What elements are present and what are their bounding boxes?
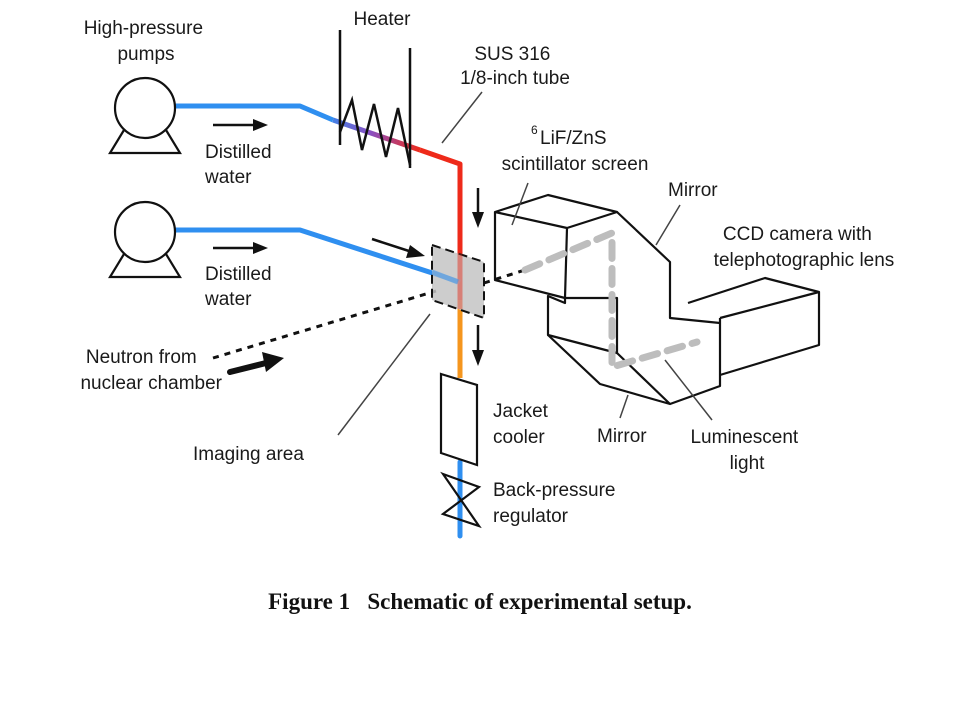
beam-to-screen [483,267,529,285]
jacket-cooler [439,372,479,467]
label-luminescent-light: Luminescent light [690,427,803,474]
figure-caption: Figure 1 Schematic of experimental setup… [0,589,960,615]
label-heater: Heater [353,9,411,30]
figure-number: Figure 1 [268,589,351,614]
lower-inlet-pipe [175,227,461,285]
label-back-pressure-regulator: Back-pressure regulator [493,480,621,527]
arrow-right-icon [213,242,268,254]
figure-caption-text: Schematic of experimental setup. [367,589,692,614]
label-distilled-water-bottom: Distilled water [204,264,277,310]
scintillator-box [493,193,619,300]
imaging-area [431,243,485,320]
label-neutron-source: Neutron from nuclear chamber [80,347,222,394]
flow-arrows [213,119,484,375]
back-pressure-valve-icon [440,471,482,529]
pump-icon [108,76,182,155]
leader-lines [337,91,713,436]
neutron-arrow-icon [227,352,284,375]
label-ccd-camera: CCD camera with telephotographic lens [714,224,895,271]
arrow-diagonal-icon [371,237,425,258]
label-distilled-water-top: Distilled water [204,142,277,188]
label-imaging-area: Imaging area [193,444,304,465]
label-jacket-cooler: Jacket cooler [493,401,553,448]
label-scintillator-screen-line2: scintillator screen [502,154,649,175]
label-high-pressure-pumps: High-pressure pumps [84,18,209,65]
pump-icon [108,200,182,279]
arrow-down-icon [472,188,484,228]
label-mirror-bottom: Mirror [597,426,647,447]
label-tube: SUS 316 1/8-inch tube [460,44,570,89]
upper-inlet-pipe [175,103,334,123]
arrow-down-icon [472,325,484,366]
arrow-right-icon [213,119,268,131]
luminescent-light-path [521,227,701,372]
neutron-beam-path [212,289,437,360]
heater-icon [338,30,412,168]
scintillator-mirror-camera-assembly [493,193,821,406]
ccd-camera-box [687,276,821,377]
mirror-housing [546,211,721,355]
label-mirror-top: Mirror [668,180,718,201]
